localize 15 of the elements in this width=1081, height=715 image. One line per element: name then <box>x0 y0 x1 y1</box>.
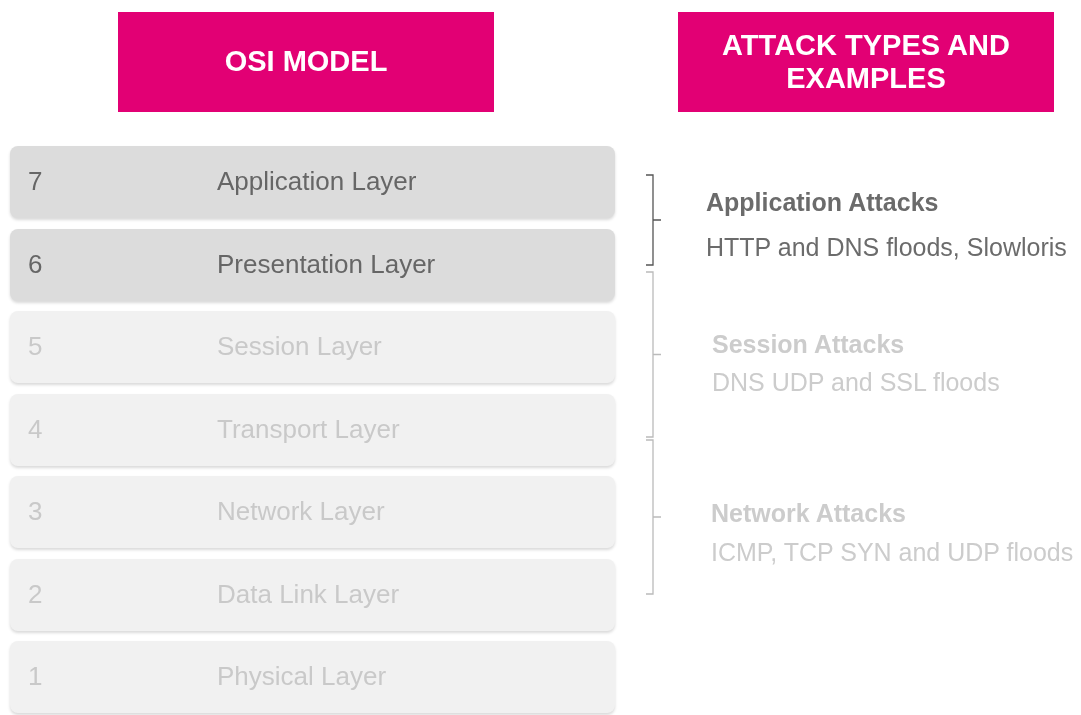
layer-name: Application Layer <box>217 166 417 197</box>
layer-box <box>10 229 615 301</box>
attack-category-heading: Application Attacks <box>706 188 939 217</box>
column-header: OSI MODEL <box>118 12 494 112</box>
layer-number: 7 <box>28 166 43 197</box>
column-header: ATTACK TYPES AND EXAMPLES <box>678 12 1054 112</box>
attack-examples-text: HTTP and DNS floods, Slowloris <box>706 233 1067 262</box>
layer-number: 6 <box>28 249 43 280</box>
layer-box <box>10 311 615 383</box>
layer-box <box>10 641 615 713</box>
layer-box <box>10 559 615 631</box>
layer-box <box>10 476 615 548</box>
layer-box <box>10 146 615 218</box>
layer-name: Presentation Layer <box>217 249 436 280</box>
layer-box <box>10 394 615 466</box>
